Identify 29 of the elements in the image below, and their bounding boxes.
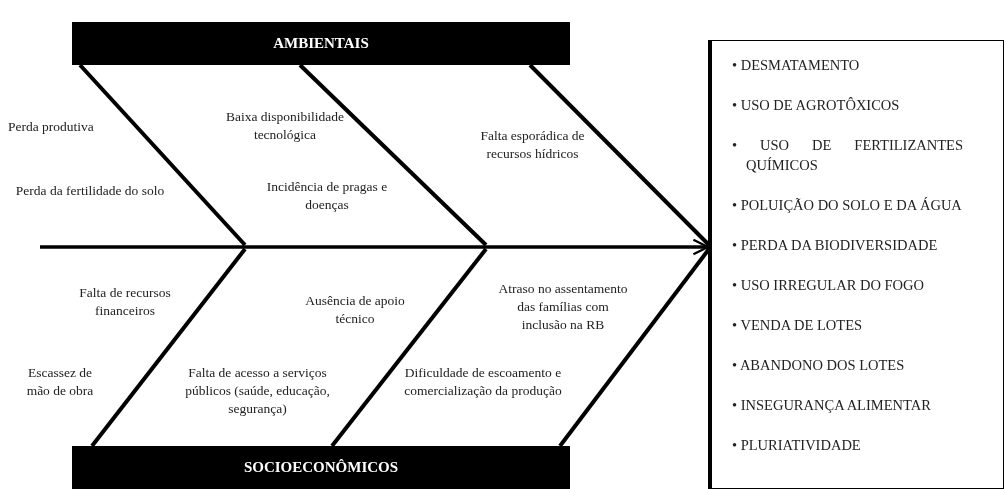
effect-item: • INSEGURANÇA ALIMENTAR	[732, 396, 932, 415]
bone-line	[90, 247, 247, 448]
cause-label: Perda da fertilidade do solo	[15, 182, 165, 200]
effect-item: • PERDA DA BIODIVERSIDADE	[732, 236, 939, 255]
effect-item: • DESMATAMENTO	[732, 56, 861, 75]
effect-item: • USO DE FERTILIZANTES QUÍMICOS	[732, 136, 963, 175]
category-header: SOCIOECONÔMICOS	[72, 446, 570, 489]
cause-label: Escassez de mão de obra	[25, 364, 95, 400]
cause-label: Incidência de pragas e doenças	[265, 178, 389, 214]
spine-arrow	[40, 238, 710, 256]
effect-item: • PLURIATIVIDADE	[732, 436, 862, 455]
cause-label: Atraso no assentamento das famílias com inclusão na RB	[497, 280, 629, 334]
cause-label: Dificuldade de escoamento e comercialização da produção	[403, 364, 563, 400]
cause-label: Perda produtiva	[8, 118, 95, 136]
cause-label: Falta de recursos financeiros	[78, 284, 172, 320]
bone-line	[330, 247, 488, 448]
effect-item: • ABANDONO DOS LOTES	[732, 356, 906, 375]
effect-item: • POLUIÇÃO DO SOLO E DA ÁGUA	[732, 196, 963, 215]
cause-label: Baixa disponibilidade tecnológica	[224, 108, 346, 144]
effect-item: • VENDA DE LOTES	[732, 316, 864, 335]
category-header: AMBIENTAIS	[72, 22, 570, 65]
bone-line	[298, 63, 488, 247]
effect-item: • USO IRREGULAR DO FOGO	[732, 276, 925, 295]
effect-item: • USO DE AGROTÔXICOS	[732, 96, 901, 115]
effects-panel	[708, 40, 1004, 489]
cause-label: Falta esporádica de recursos hídricos	[479, 127, 586, 163]
bone-line	[78, 63, 247, 247]
cause-label: Ausência de apoio técnico	[304, 292, 406, 328]
cause-label: Falta de acesso a serviços públicos (saúde, educação, segurança)	[184, 364, 331, 418]
